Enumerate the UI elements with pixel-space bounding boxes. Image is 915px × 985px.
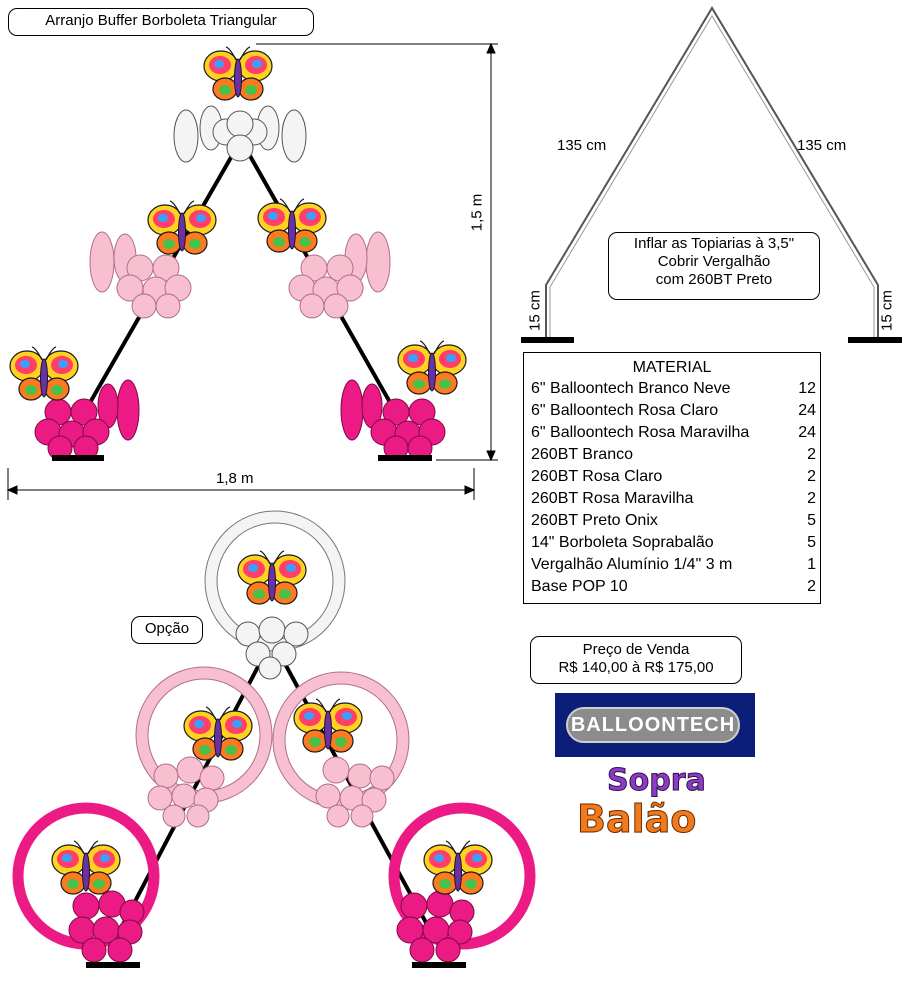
material-qty: 2 [807,578,816,595]
base-pop-left [52,455,104,461]
balloontech-logo-text: BALLOONTECH [566,707,740,743]
material-name: 14" Borboleta Soprabalão [531,534,714,551]
base-pop-right [378,455,432,461]
frame-diagram [545,6,879,338]
price-box: Preço de Venda R$ 140,00 à R$ 175,00 [530,636,742,684]
list-item: 260BT Rosa Claro 2 [524,466,820,488]
material-qty: 5 [807,512,816,529]
top-arrangement [9,46,467,461]
material-qty: 12 [798,380,816,397]
instruction-line: com 260BT Preto [655,271,773,288]
list-item: 260BT Rosa Maravilha 2 [524,488,820,510]
page-title: Arranjo Buffer Borboleta Triangular [8,8,314,36]
material-name: 6" Balloontech Rosa Claro [531,402,719,419]
option-arrangement [12,510,536,968]
hot-pink-cluster-right [340,379,446,461]
left-arm-label: 135 cm [557,137,607,154]
material-qty: 1 [807,556,816,573]
list-item: 260BT Branco 2 [524,444,820,466]
hot-pink-cluster-left [34,379,140,461]
frame-base-right [848,337,902,343]
material-name: 6" Balloontech Rosa Maravilha [531,424,750,441]
width-dimension [6,468,476,500]
right-arm-label: 135 cm [797,137,847,154]
list-item: Base POP 10 2 [524,576,820,598]
price-value: R$ 140,00 à R$ 175,00 [558,659,714,676]
light-pink-cluster-left [89,231,192,319]
material-qty: 2 [807,490,816,507]
instruction-line: Inflar as Topiarias à 3,5" [633,235,795,252]
material-qty: 2 [807,468,816,485]
frame-base-left [521,337,574,343]
white-ring [205,511,345,651]
light-pink-cluster-right [288,231,391,319]
material-qty: 5 [807,534,816,551]
material-name: 260BT Rosa Maravilha [531,490,694,507]
material-name: Base POP 10 [531,578,628,595]
option-label: Opção [131,616,203,644]
left-leg-label: 15 cm [526,290,544,331]
material-name: 260BT Preto Onix [531,512,658,529]
soprabalao-logo-line2: Balão [577,797,696,840]
material-name: Vergalhão Alumínio 1/4" 3 m [531,556,733,573]
list-item: Vergalhão Alumínio 1/4" 3 m 1 [524,554,820,576]
white-balloon-cluster [173,105,307,163]
price-label: Preço de Venda [582,641,690,658]
material-qty: 24 [798,402,816,419]
height-dimension [256,42,498,462]
material-qty: 2 [807,446,816,463]
list-item: 6" Balloontech Rosa Maravilha 24 [524,422,820,444]
list-item: 260BT Preto Onix 5 [524,510,820,532]
right-leg-label: 15 cm [878,290,896,331]
material-name: 260BT Branco [531,446,633,463]
height-label: 1,5 m [468,193,486,232]
list-item: 14" Borboleta Soprabalão 5 [524,532,820,554]
width-label: 1,8 m [216,470,254,487]
soprabalao-logo: Sopra Balão [577,763,707,841]
material-qty: 24 [798,424,816,441]
balloontech-logo: BALLOONTECH [555,693,755,757]
material-name: 6" Balloontech Branco Neve [531,380,731,397]
instruction-line: Cobrir Vergalhão [657,253,771,270]
material-name: 260BT Rosa Claro [531,468,663,485]
list-item: 6" Balloontech Branco Neve 12 [524,378,820,400]
instructions-box: Inflar as Topiarias à 3,5" Cobrir Vergal… [608,232,820,300]
soprabalao-logo-line1: Sopra [607,763,706,798]
list-item: 6" Balloontech Rosa Claro 24 [524,400,820,422]
material-heading: MATERIAL [632,359,712,376]
